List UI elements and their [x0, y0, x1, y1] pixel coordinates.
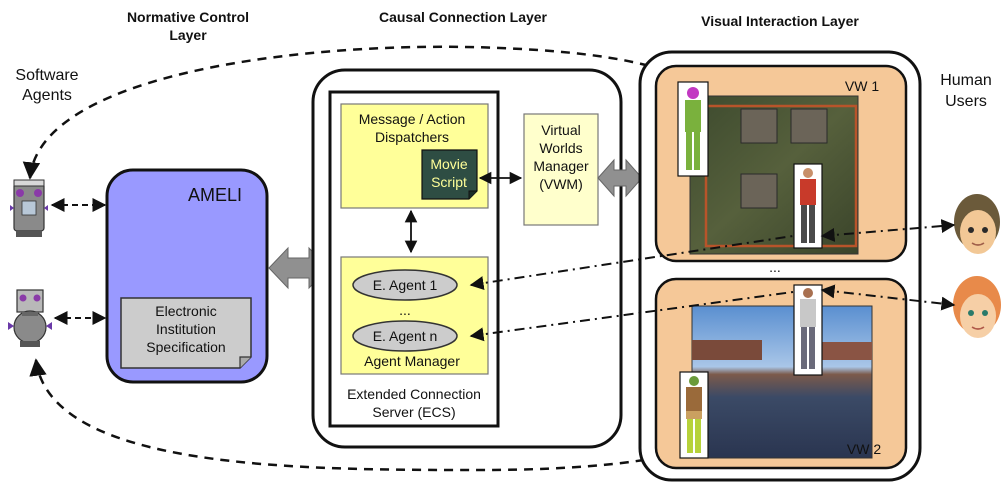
vw2-green-avatar-icon: [679, 371, 709, 459]
causal-layer-title: Causal Connection Layer: [379, 9, 548, 25]
vw2-label: VW 2: [847, 441, 881, 457]
movie-fold-icon: [468, 190, 477, 199]
vw2-building-right: [820, 342, 872, 360]
vw1-avatar-human1-link: [820, 219, 956, 242]
ecs-line1: Extended Connection: [347, 386, 481, 402]
human-user-1-face-icon: [954, 194, 1000, 254]
agentn-vw2-avatar-link: [469, 291, 794, 342]
vwm-line2: Worlds: [539, 140, 582, 156]
agent-ellipsis: ...: [399, 302, 411, 318]
normative-layer-title-line1: Normative Control: [127, 9, 249, 25]
spec-line2: Institution: [156, 321, 216, 337]
ameli-title: AMELI: [188, 185, 242, 205]
e-agent-n-node: [352, 320, 458, 352]
spec-line1: Electronic: [155, 303, 216, 319]
movie-line1: Movie: [430, 156, 468, 172]
vw1-building-2: [790, 108, 828, 144]
vw1-green-avatar-icon: [677, 81, 709, 177]
software-agent-robot-2-icon: [8, 289, 52, 347]
vw1-label: VW 1: [845, 78, 879, 94]
dispatcher-line2: Dispatchers: [375, 129, 449, 145]
vw1-building-1: [740, 108, 778, 144]
vw2-grey-avatar-icon: [793, 284, 823, 376]
agent2-to-vw2-link: [29, 358, 672, 472]
e-agent-1-label: E. Agent 1: [373, 277, 438, 293]
vwm-line3: Manager: [533, 158, 589, 174]
ecs-line2: Server (ECS): [372, 404, 455, 420]
movie-line2: Script: [431, 174, 467, 190]
vwm-line1: Virtual: [541, 122, 580, 138]
vwm-box: [523, 113, 599, 226]
normative-layer-title-line2: Layer: [169, 27, 207, 43]
vw2-scene-image: [691, 305, 873, 459]
human-user-2-face-icon: [953, 276, 1001, 338]
vw1-building-3: [740, 173, 778, 209]
software-agent-robot-1-icon: [10, 179, 48, 237]
e-agent-1-node: [352, 269, 458, 301]
visual-layer-title: Visual Interaction Layer: [701, 13, 859, 29]
agent1-vw1-avatar-link: [469, 235, 794, 291]
human-users-label-line2: Users: [945, 93, 987, 110]
e-agent-n-label: E. Agent n: [373, 328, 438, 344]
dispatcher-line1: Message / Action: [359, 111, 466, 127]
vw1-red-avatar-icon: [793, 163, 823, 249]
software-agents-label-line1: Software: [15, 67, 78, 84]
spec-line3: Specification: [146, 339, 225, 355]
vw2-avatar-human2-link: [820, 284, 956, 311]
software-agents-label-line2: Agents: [22, 87, 72, 104]
document-fold-icon: [239, 356, 251, 368]
human-users-label-line1: Human: [940, 72, 992, 89]
agent-manager-label: Agent Manager: [364, 353, 460, 369]
vw2-building-left: [692, 340, 762, 360]
worlds-ellipsis: ...: [769, 259, 781, 275]
vwm-line4: (VWM): [539, 176, 583, 192]
